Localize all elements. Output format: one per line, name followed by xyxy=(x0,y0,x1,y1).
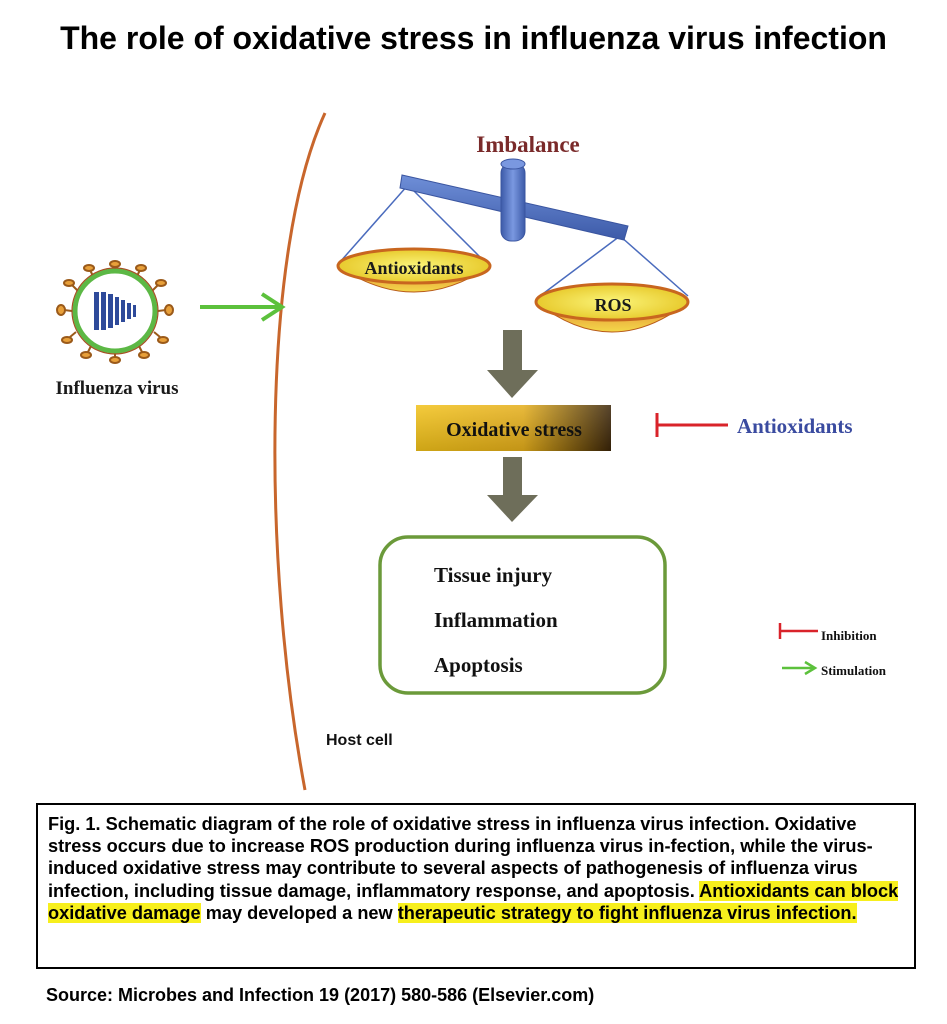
inhibition-symbol xyxy=(655,413,728,437)
figure-caption: Fig. 1. Schematic diagram of the role of… xyxy=(36,803,916,969)
flow-arrow-down xyxy=(487,330,538,398)
outcome-item: Tissue injury xyxy=(434,563,553,587)
legend-inhibition-label: Inhibition xyxy=(821,628,877,643)
flow-arrow-down xyxy=(487,457,538,522)
source-citation: Source: Microbes and Infection 19 (2017)… xyxy=(46,985,595,1005)
inhibitor-label: Antioxidants xyxy=(737,414,853,438)
oxidative-stress-label: Oxidative stress xyxy=(446,419,582,441)
page-title: The role of oxidative stress in influenz… xyxy=(60,20,887,56)
cell-membrane xyxy=(273,112,327,791)
legend-stimulation-label: Stimulation xyxy=(821,663,887,678)
legend-inhibition-icon xyxy=(778,623,818,639)
influenza-virus-icon xyxy=(56,260,174,364)
caption-highlight: therapeutic strategy to fight influenza … xyxy=(397,902,857,923)
legend-stimulation-icon xyxy=(782,660,818,676)
right-pan-label: ROS xyxy=(594,295,631,315)
outcome-item: Inflammation xyxy=(434,608,558,632)
outcome-item: Apoptosis xyxy=(434,653,523,677)
diagram: Influenza virus Imbalance Antioxidants R… xyxy=(56,112,887,791)
caption-text: may developed a new xyxy=(200,902,398,923)
imbalance-label: Imbalance xyxy=(476,132,580,157)
legend: Inhibition Stimulation xyxy=(778,623,887,678)
outcomes-box xyxy=(378,535,667,695)
caption-text: Fig. 1. Schematic diagram of the role of… xyxy=(48,814,873,901)
stimulation-arrow xyxy=(200,292,286,322)
left-pan-label: Antioxidants xyxy=(364,258,463,278)
host-cell-label: Host cell xyxy=(326,732,393,749)
virus-label: Influenza virus xyxy=(56,378,179,399)
balance-scale xyxy=(336,158,690,333)
